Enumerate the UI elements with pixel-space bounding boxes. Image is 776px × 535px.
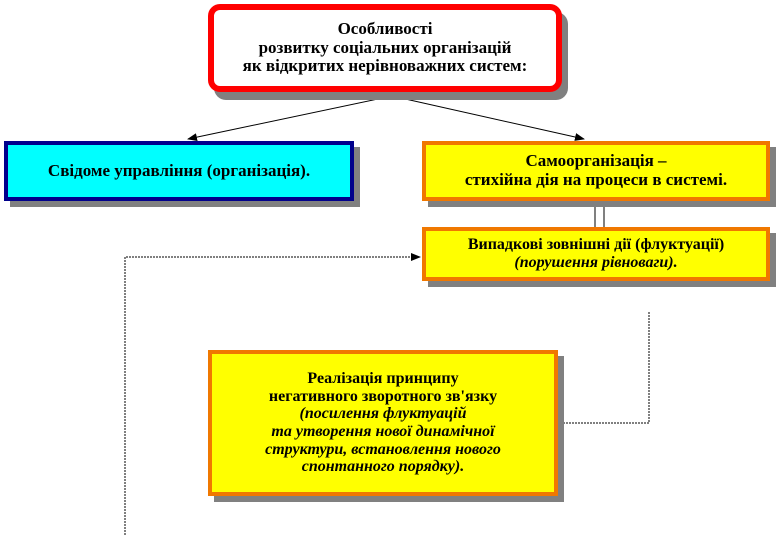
negative-feedback-box: Реалізація принципу негативного зворотно…: [208, 350, 558, 496]
top-box: Особливості розвитку соціальних організа…: [208, 4, 562, 92]
feedback-italic-line-4: спонтанного порядку).: [301, 458, 465, 476]
top-line-1: Особливості: [337, 18, 433, 38]
arrow-fluct-to-feedback: [551, 312, 650, 427]
fluct-line-1: Випадкові зовнішні дії (флуктуації): [467, 236, 725, 254]
feedback-line-1: Реалізація принципу: [307, 370, 459, 388]
top-line-2: розвитку соціальних організацій: [258, 37, 512, 57]
fluct-line-2: (порушення рівноваги).: [514, 254, 678, 271]
self-org-line-1: Самоорганізація –: [525, 151, 667, 171]
self-organization-box: Самоорганізація – стихійна дія на процес…: [422, 141, 770, 201]
fluctuations-box: Випадкові зовнішні дії (флуктуації) (пор…: [422, 227, 770, 281]
feedback-italic-line-3: структури, встановлення нового: [265, 440, 501, 458]
arrow-to-left-box: [187, 95, 393, 142]
feedback-line-2: негативного зворотного зв'язку: [268, 387, 498, 405]
feedback-italic-line-2: та утворення нової динамічної: [271, 423, 495, 440]
arrow-loop-to-fluct: [124, 253, 421, 535]
arrow-to-self-org-box: [391, 95, 585, 141]
top-line-3: як відкритих нерівноважних систем:: [242, 56, 528, 76]
conscious-management-text: Свідоме управління (організація).: [47, 160, 311, 180]
conscious-management-box: Свідоме управління (організація).: [4, 141, 354, 201]
feedback-italic-line-1: (посилення флуктуацій: [299, 405, 467, 423]
self-org-line-2: стихійна дія на процеси в системі.: [464, 170, 728, 189]
